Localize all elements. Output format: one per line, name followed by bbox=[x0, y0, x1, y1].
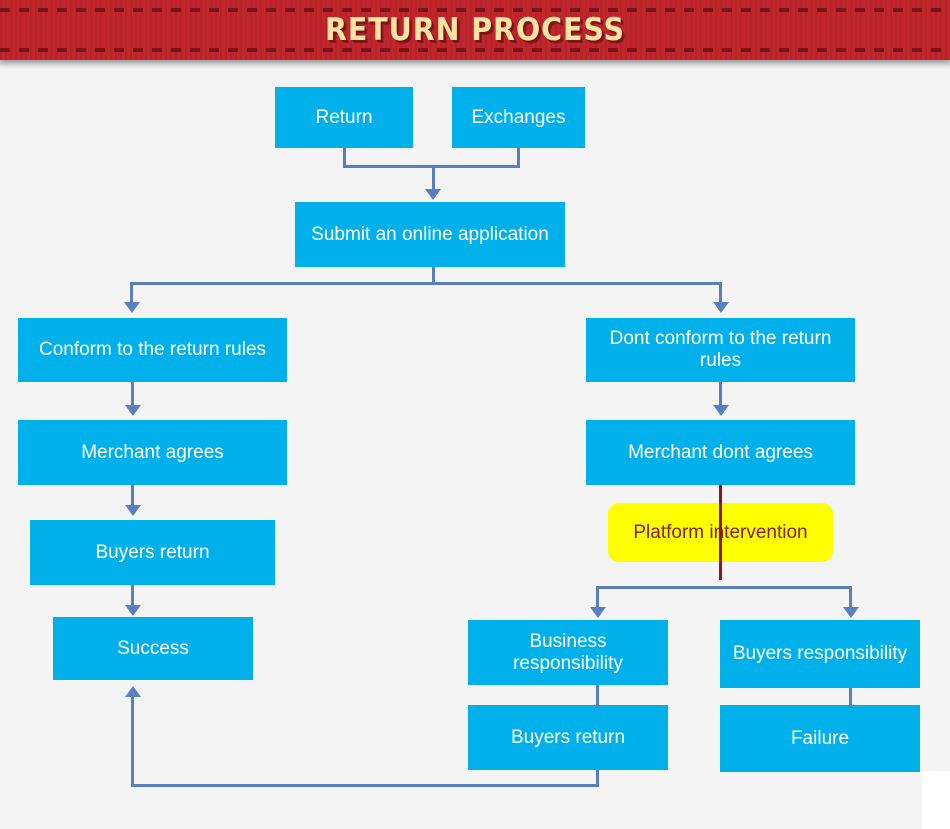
node-buyers-responsibility-label: Buyers responsibility bbox=[732, 643, 908, 665]
banner-stitch-bottom bbox=[0, 48, 950, 52]
arrow-into-submit bbox=[425, 189, 441, 200]
node-failure-label: Failure bbox=[790, 727, 850, 749]
node-business-responsibility-label: Business responsibility bbox=[513, 630, 623, 674]
node-failure[interactable]: Failure bbox=[720, 705, 920, 772]
node-success[interactable]: Success bbox=[53, 617, 253, 680]
node-buyers-return-right-label: Buyers return bbox=[510, 726, 626, 748]
connector-feedback-down bbox=[596, 770, 599, 787]
node-merchant-dont-agrees-label: Merchant dont agrees bbox=[628, 441, 813, 463]
connector-bottom-split-bar bbox=[596, 586, 852, 589]
arrow-feedback-into-success bbox=[125, 686, 141, 697]
node-buyers-return-left-label: Buyers return bbox=[95, 541, 210, 563]
connector-split-left-down bbox=[130, 282, 133, 304]
node-submit-application-label: Submit an online application bbox=[311, 223, 549, 245]
banner-drop-shadow bbox=[0, 60, 950, 69]
connector-buyers-to-success bbox=[131, 585, 134, 609]
arrow-into-buyers-return-left bbox=[125, 505, 141, 516]
connector-merchantdont-to-platform-highlight bbox=[719, 485, 722, 580]
node-exchanges-label: Exchanges bbox=[471, 106, 566, 128]
banner-stitch-top bbox=[0, 8, 950, 12]
connector-submit-down bbox=[432, 267, 435, 284]
connector-split-bar bbox=[130, 282, 722, 285]
node-exchanges[interactable]: Exchanges bbox=[452, 87, 585, 148]
node-submit-application[interactable]: Submit an online application bbox=[295, 202, 565, 267]
node-buyers-responsibility[interactable]: Buyers responsibility bbox=[720, 620, 920, 688]
node-buyers-return-right[interactable]: Buyers return bbox=[468, 705, 668, 770]
connector-top-merge-bar bbox=[343, 165, 520, 168]
connector-exchanges-down bbox=[517, 148, 520, 168]
connector-dontconform-to-merchantdont bbox=[719, 382, 722, 407]
node-buyers-return-left[interactable]: Buyers return bbox=[30, 520, 275, 585]
arrow-into-buyers-responsibility bbox=[843, 607, 859, 618]
node-conform-return-rules[interactable]: Conform to the return rules bbox=[18, 318, 287, 382]
connector-bottom-split-right-down bbox=[849, 586, 852, 609]
node-merchant-agrees-label: Merchant agrees bbox=[81, 441, 224, 463]
connector-business-to-buyers-return bbox=[596, 685, 599, 707]
arrow-into-dont-conform bbox=[713, 302, 729, 313]
arrow-into-success bbox=[125, 605, 141, 616]
node-conform-return-rules-label: Conform to the return rules bbox=[38, 339, 267, 361]
node-business-responsibility[interactable]: Business responsibility bbox=[468, 620, 668, 685]
arrow-into-conform bbox=[124, 302, 140, 313]
connector-merge-to-submit bbox=[432, 165, 435, 191]
node-dont-conform-return-rules-label: Dont conform to the return rules bbox=[609, 328, 832, 371]
arrow-into-merchant-agrees bbox=[125, 405, 141, 416]
connector-conform-to-merchant bbox=[131, 382, 134, 407]
connector-split-right-down bbox=[719, 282, 722, 304]
connector-merchant-to-buyers bbox=[131, 485, 134, 510]
node-merchant-agrees[interactable]: Merchant agrees bbox=[18, 420, 287, 485]
arrow-into-merchant-dont-agrees bbox=[713, 405, 729, 416]
node-success-label: Success bbox=[117, 637, 189, 659]
connector-feedback-bar bbox=[131, 784, 599, 787]
node-return[interactable]: Return bbox=[275, 87, 413, 148]
page-title: RETURN PROCESS bbox=[324, 12, 626, 48]
header-banner: RETURN PROCESS bbox=[0, 0, 950, 60]
connector-buyers-resp-to-failure bbox=[849, 688, 852, 708]
node-dont-conform-return-rules[interactable]: Dont conform to the return rules bbox=[586, 318, 855, 382]
arrow-into-business-responsibility bbox=[590, 607, 606, 618]
page-corner-cutout bbox=[922, 771, 950, 829]
connector-return-down bbox=[343, 148, 346, 168]
node-return-label: Return bbox=[315, 106, 373, 128]
connector-bottom-split-left-down bbox=[596, 586, 599, 609]
node-merchant-dont-agrees[interactable]: Merchant dont agrees bbox=[586, 420, 855, 485]
connector-feedback-up bbox=[131, 697, 134, 785]
